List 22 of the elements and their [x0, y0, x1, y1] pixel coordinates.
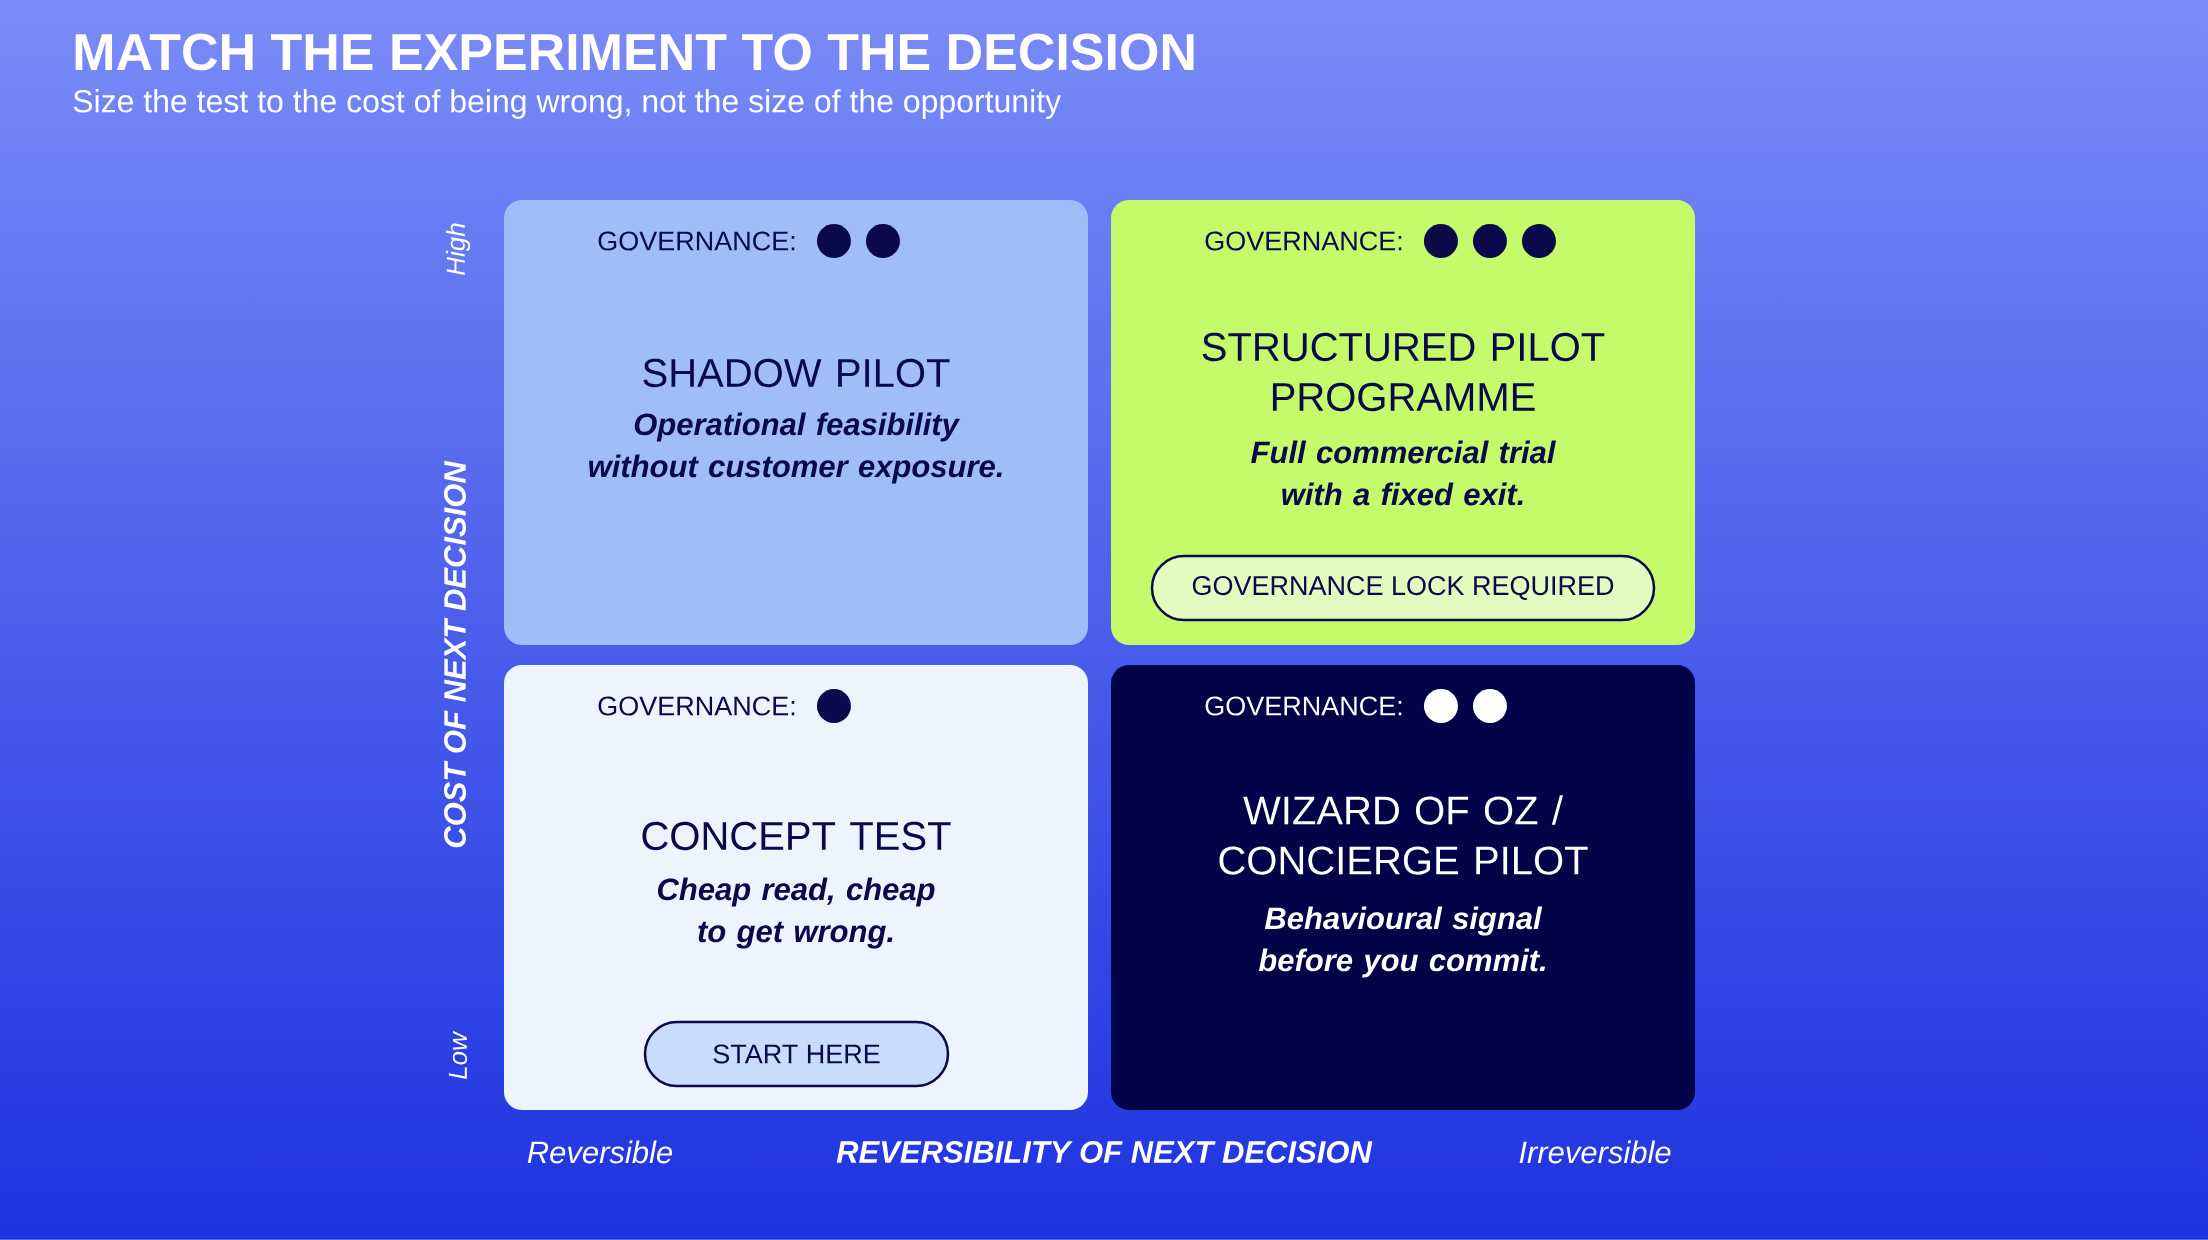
title: MATCH THE EXPERIMENT TO THE DECISION [75, 33, 1194, 71]
card-title: CONCEPT TEST [642, 821, 951, 851]
card-description: Full commercial trial with a fixed exit. [1251, 440, 1556, 506]
axis-title: COST OF NEXT DECISION [444, 460, 466, 848]
card-description: Behavioural signal before you commit. [1258, 906, 1546, 978]
pill-button: GOVERNANCE LOCK REQUIRED [1150, 554, 1656, 622]
governance-label: GOVERNANCE: [598, 696, 795, 716]
card-description: Cheap read, cheap to get wrong. [658, 877, 935, 949]
card-title: STRUCTURED PILOT PROGRAMME [1202, 332, 1605, 412]
governance-label: GOVERNANCE: [1205, 231, 1402, 251]
card-title: WIZARD OF OZ / CONCIERGE PILOT [1219, 795, 1588, 875]
card-title: SHADOW PILOT [643, 358, 950, 388]
axis-title: REVERSIBILITY OF NEXT DECISION [836, 1141, 1373, 1163]
axis-end-label: Low [448, 1030, 468, 1080]
governance-label: GOVERNANCE: [1205, 696, 1402, 716]
axis-end-label: High [445, 223, 471, 275]
governance-label: GOVERNANCE: [598, 231, 795, 251]
card-description: Operational feasibility without customer exposure. [589, 412, 1002, 484]
axis-end-label: Irreversible [1519, 1140, 1671, 1164]
subtitle: Size the test to the cost of being wrong, not the size of the opportunity [73, 89, 1062, 119]
pill-button: START HERE [643, 1020, 950, 1088]
axis-end-label: Reversible [527, 1140, 673, 1164]
